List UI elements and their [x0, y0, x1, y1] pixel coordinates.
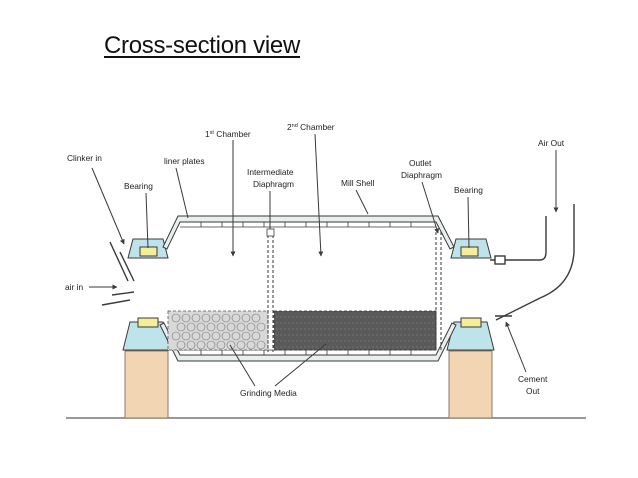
right-bearing-cap: [460, 246, 479, 257]
right-lower-bearing-cap: [460, 317, 482, 328]
bearing-left-label: Bearing: [124, 181, 153, 191]
grinding-media-fine: [273, 310, 437, 351]
cement-out-label-1: Cement: [518, 374, 548, 384]
pointer-lines: [89, 133, 559, 387]
grinding-media-label: Grinding Media: [240, 388, 297, 398]
left-lower-bearing-cap: [137, 317, 159, 328]
left-pedestal: [124, 350, 169, 419]
clinker-in-label: Clinker in: [67, 153, 102, 163]
coarse-balls: [171, 313, 266, 350]
top-mill-shell: [162, 215, 455, 250]
bearing-right-label: Bearing: [454, 185, 483, 195]
page-title: Cross-section view: [104, 32, 300, 59]
intermediate-diaphragm-marker: [266, 228, 275, 237]
chamber1-label: 1st Chamber: [205, 129, 251, 139]
outlet-diaphragm-label-1: Outlet: [409, 158, 432, 168]
liner-plates-label: liner plates: [164, 156, 205, 166]
inlet-chute: [101, 241, 135, 306]
left-bearing-cap: [139, 246, 158, 257]
air-in-label: air in: [65, 282, 83, 292]
cement-out-label-2: Out: [526, 386, 540, 396]
chamber2-label: 2nd Chamber: [287, 122, 335, 132]
outlet-ducting: [490, 204, 575, 321]
intermediate-diaphragm: [267, 230, 274, 352]
mill-shell-label: Mill Shell: [341, 178, 375, 188]
outlet-diaphragm: [435, 232, 442, 352]
bottom-liner-plates: [180, 349, 436, 355]
outlet-diaphragm-label-2: Diaphragm: [401, 170, 442, 180]
intermediate-diaphragm-label-1: Intermediate: [247, 167, 294, 177]
right-pedestal: [448, 350, 493, 419]
top-liner-plates: [180, 221, 436, 228]
intermediate-diaphragm-label-2: Diaphragm: [253, 179, 294, 189]
air-out-label: Air Out: [538, 138, 565, 148]
